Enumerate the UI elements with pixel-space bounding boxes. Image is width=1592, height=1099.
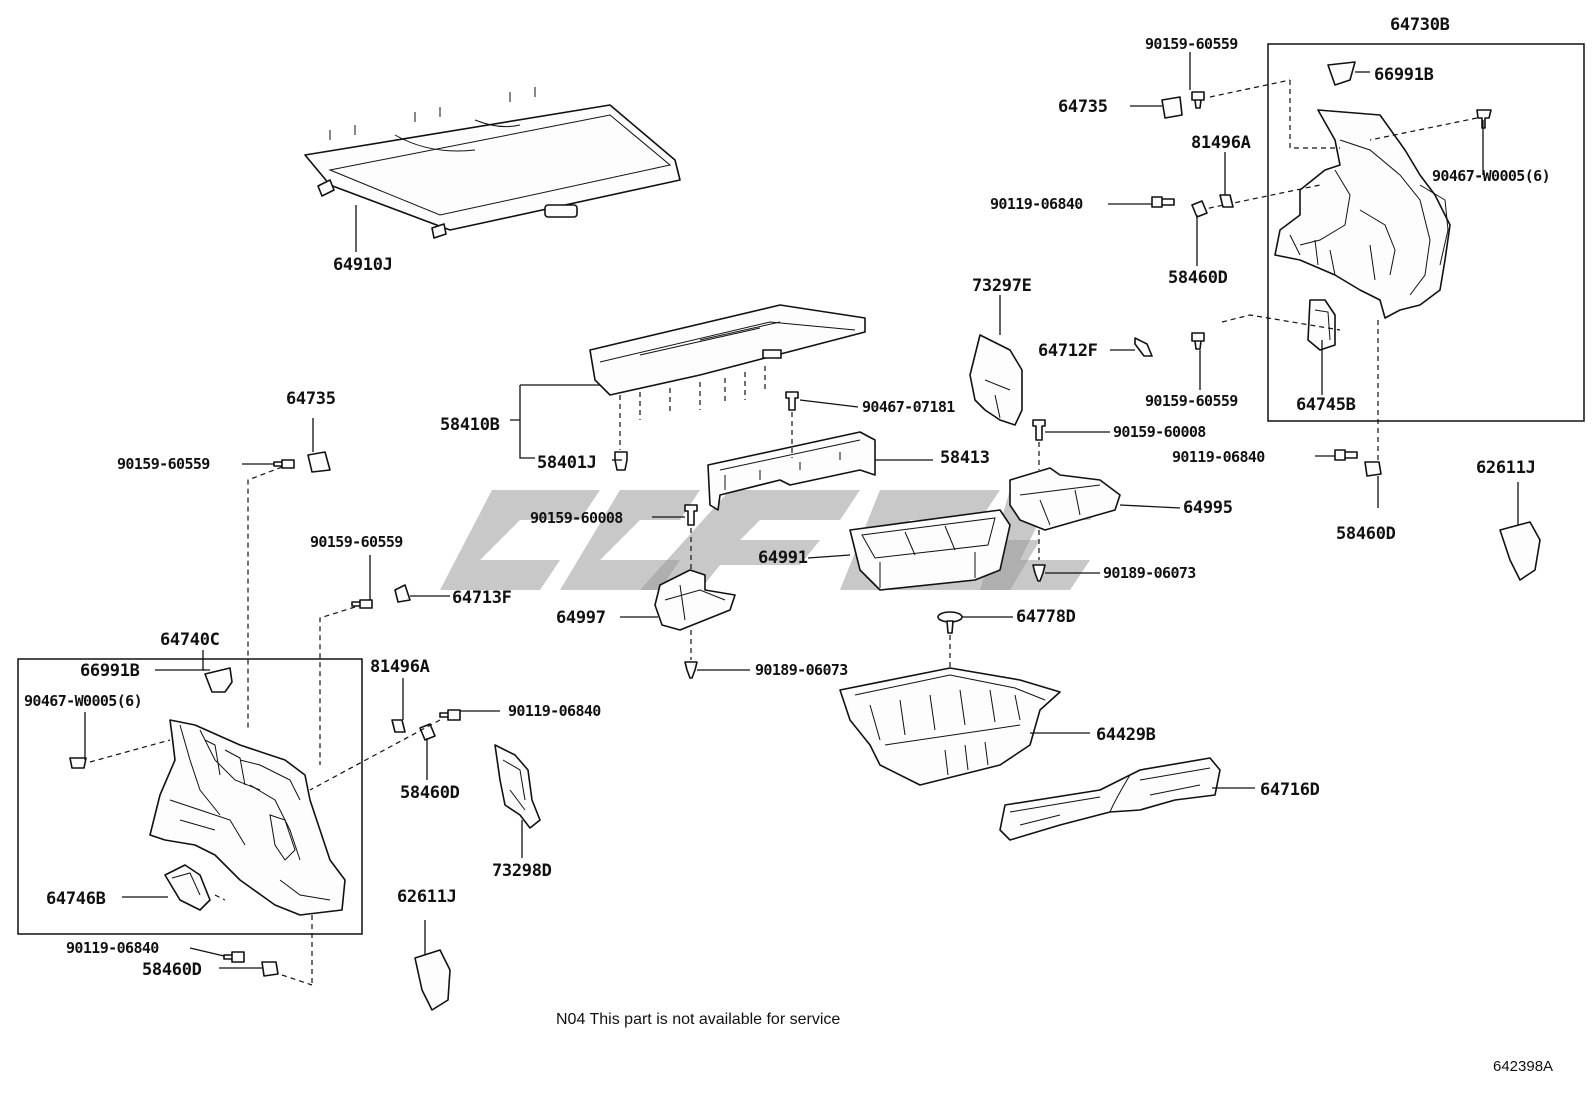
part-62611j-a-cover[interactable]	[1499, 521, 1541, 581]
part-64991-storage-tray[interactable]	[849, 509, 1011, 591]
nut-58460d-a[interactable]	[1191, 200, 1208, 218]
part-58413-deck-bracket[interactable]	[707, 431, 876, 511]
label-64712f[interactable]: 64712F	[1038, 341, 1098, 361]
part-64713f-clip[interactable]	[394, 584, 411, 603]
clip-90189-06073-b[interactable]	[684, 661, 698, 679]
label-58460d-a[interactable]: 58460D	[1168, 268, 1228, 288]
part-64730b-right-side-trim[interactable]	[1274, 109, 1451, 319]
label-64730b[interactable]: 64730B	[1390, 15, 1450, 35]
screw-90159-60559-c[interactable]	[273, 459, 295, 469]
label-90159-60559-d[interactable]: 90159-60559	[310, 533, 404, 551]
diagram-code: 642398A	[1493, 1058, 1553, 1075]
label-90159-60008-b[interactable]: 90159-60008	[530, 509, 624, 527]
part-64910j-tonneau-cover[interactable]	[304, 87, 681, 239]
frame-64740c-assembly	[17, 658, 363, 935]
label-58413[interactable]: 58413	[940, 448, 990, 468]
part-64716d-sill-plate[interactable]	[999, 757, 1221, 841]
label-64429b[interactable]: 64429B	[1096, 725, 1156, 745]
label-64745b[interactable]: 64745B	[1296, 395, 1356, 415]
label-64735-b[interactable]: 64735	[286, 389, 336, 409]
label-58401j[interactable]: 58401J	[537, 453, 597, 473]
part-64735-a-plate[interactable]	[1161, 96, 1183, 119]
label-64991[interactable]: 64991	[758, 548, 808, 568]
part-64740c-left-side-trim[interactable]	[149, 719, 346, 916]
screw-90467-07181[interactable]	[785, 391, 799, 411]
service-note: N04 This part is not available for servi…	[556, 1011, 840, 1028]
label-90159-60559-b[interactable]: 90159-60559	[1145, 392, 1239, 410]
part-labels: 64730B 90159-60559 66991B 64735 81496A 9…	[24, 15, 1551, 980]
label-58460d-b[interactable]: 58460D	[1336, 524, 1396, 544]
label-58460d-d[interactable]: 58460D	[142, 960, 202, 980]
part-64429b-luggage-tray[interactable]	[839, 667, 1061, 786]
part-73297e-panel[interactable]	[969, 334, 1023, 426]
screw-90119-06840-d[interactable]	[223, 951, 245, 963]
screw-90467-w0005-b[interactable]	[69, 757, 87, 769]
part-66991b-a-cap[interactable]	[1327, 61, 1356, 86]
label-90159-60008-a[interactable]: 90159-60008	[1113, 423, 1207, 441]
part-64735-b-plate[interactable]	[307, 451, 331, 473]
label-64997[interactable]: 64997	[556, 608, 606, 628]
clip-81496a-b[interactable]	[391, 719, 406, 733]
screw-90159-60559-a[interactable]	[1191, 91, 1205, 109]
label-81496a-b[interactable]: 81496A	[370, 657, 430, 677]
label-62611j-a[interactable]: 62611J	[1476, 458, 1536, 478]
label-90467-w0005-b[interactable]: 90467-W0005(6)	[24, 692, 143, 710]
label-58460d-c[interactable]: 58460D	[400, 783, 460, 803]
leader-lines	[84, 52, 1519, 969]
label-90119-06840-a[interactable]: 90119-06840	[990, 195, 1084, 213]
label-64995[interactable]: 64995	[1183, 498, 1233, 518]
part-64712f-clip[interactable]	[1134, 337, 1153, 357]
label-62611j-b[interactable]: 62611J	[397, 887, 457, 907]
label-64716d[interactable]: 64716D	[1260, 780, 1320, 800]
part-73298d-panel[interactable]	[494, 744, 541, 829]
part-64997-bracket[interactable]	[654, 569, 736, 631]
part-66991b-b-cap[interactable]	[204, 667, 233, 693]
clip-90189-06073-a[interactable]	[1032, 564, 1046, 582]
screw-90119-06840-b[interactable]	[1334, 449, 1358, 461]
screw-90159-60559-d[interactable]	[351, 599, 373, 609]
label-90119-06840-d[interactable]: 90119-06840	[66, 939, 160, 957]
label-90159-60559-c[interactable]: 90159-60559	[117, 455, 211, 473]
label-58410b[interactable]: 58410B	[440, 415, 500, 435]
label-64740c[interactable]: 64740C	[160, 630, 220, 650]
label-90119-06840-b[interactable]: 90119-06840	[1172, 448, 1266, 466]
label-73298d[interactable]: 73298D	[492, 861, 552, 881]
part-64745b-cover[interactable]	[1307, 299, 1336, 351]
screw-90119-06840-c[interactable]	[439, 709, 461, 721]
label-64778d[interactable]: 64778D	[1016, 607, 1076, 627]
part-64995-bracket[interactable]	[1009, 467, 1121, 531]
label-90189-06073-a[interactable]: 90189-06073	[1103, 564, 1197, 582]
label-64713f[interactable]: 64713F	[452, 588, 512, 608]
label-64746b[interactable]: 64746B	[46, 889, 106, 909]
label-90189-06073-b[interactable]: 90189-06073	[755, 661, 849, 679]
screw-90159-60559-b[interactable]	[1191, 332, 1205, 350]
frame-64730b-assembly	[1267, 43, 1585, 422]
label-90467-07181[interactable]: 90467-07181	[862, 398, 956, 416]
label-66991b-a[interactable]: 66991B	[1374, 65, 1434, 85]
label-73297e[interactable]: 73297E	[972, 276, 1032, 296]
nut-58460d-d[interactable]	[261, 961, 279, 977]
label-81496a-a[interactable]: 81496A	[1191, 133, 1251, 153]
label-64735-a[interactable]: 64735	[1058, 97, 1108, 117]
part-64778d-clip[interactable]	[937, 611, 963, 634]
label-64910j[interactable]: 64910J	[333, 255, 393, 275]
part-62611j-b-cover[interactable]	[414, 949, 451, 1011]
label-66991b-b[interactable]: 66991B	[80, 661, 140, 681]
clip-81496a-a[interactable]	[1219, 194, 1234, 208]
part-58410b-deck-board[interactable]	[589, 304, 866, 396]
screw-90159-60008-b[interactable]	[684, 504, 698, 526]
label-90467-w0005-a[interactable]: 90467-W0005(6)	[1432, 167, 1551, 185]
screw-90159-60008-a[interactable]	[1032, 419, 1046, 441]
screw-90119-06840-a[interactable]	[1151, 196, 1175, 208]
screw-90467-w0005-a[interactable]	[1476, 109, 1492, 129]
label-90119-06840-c[interactable]: 90119-06840	[508, 702, 602, 720]
nut-58460d-b[interactable]	[1364, 461, 1382, 477]
label-90159-60559-a[interactable]: 90159-60559	[1145, 35, 1239, 53]
nut-58460d-c[interactable]	[419, 723, 436, 741]
part-64746b-cover[interactable]	[164, 864, 211, 911]
clip-58401j[interactable]	[614, 451, 628, 471]
